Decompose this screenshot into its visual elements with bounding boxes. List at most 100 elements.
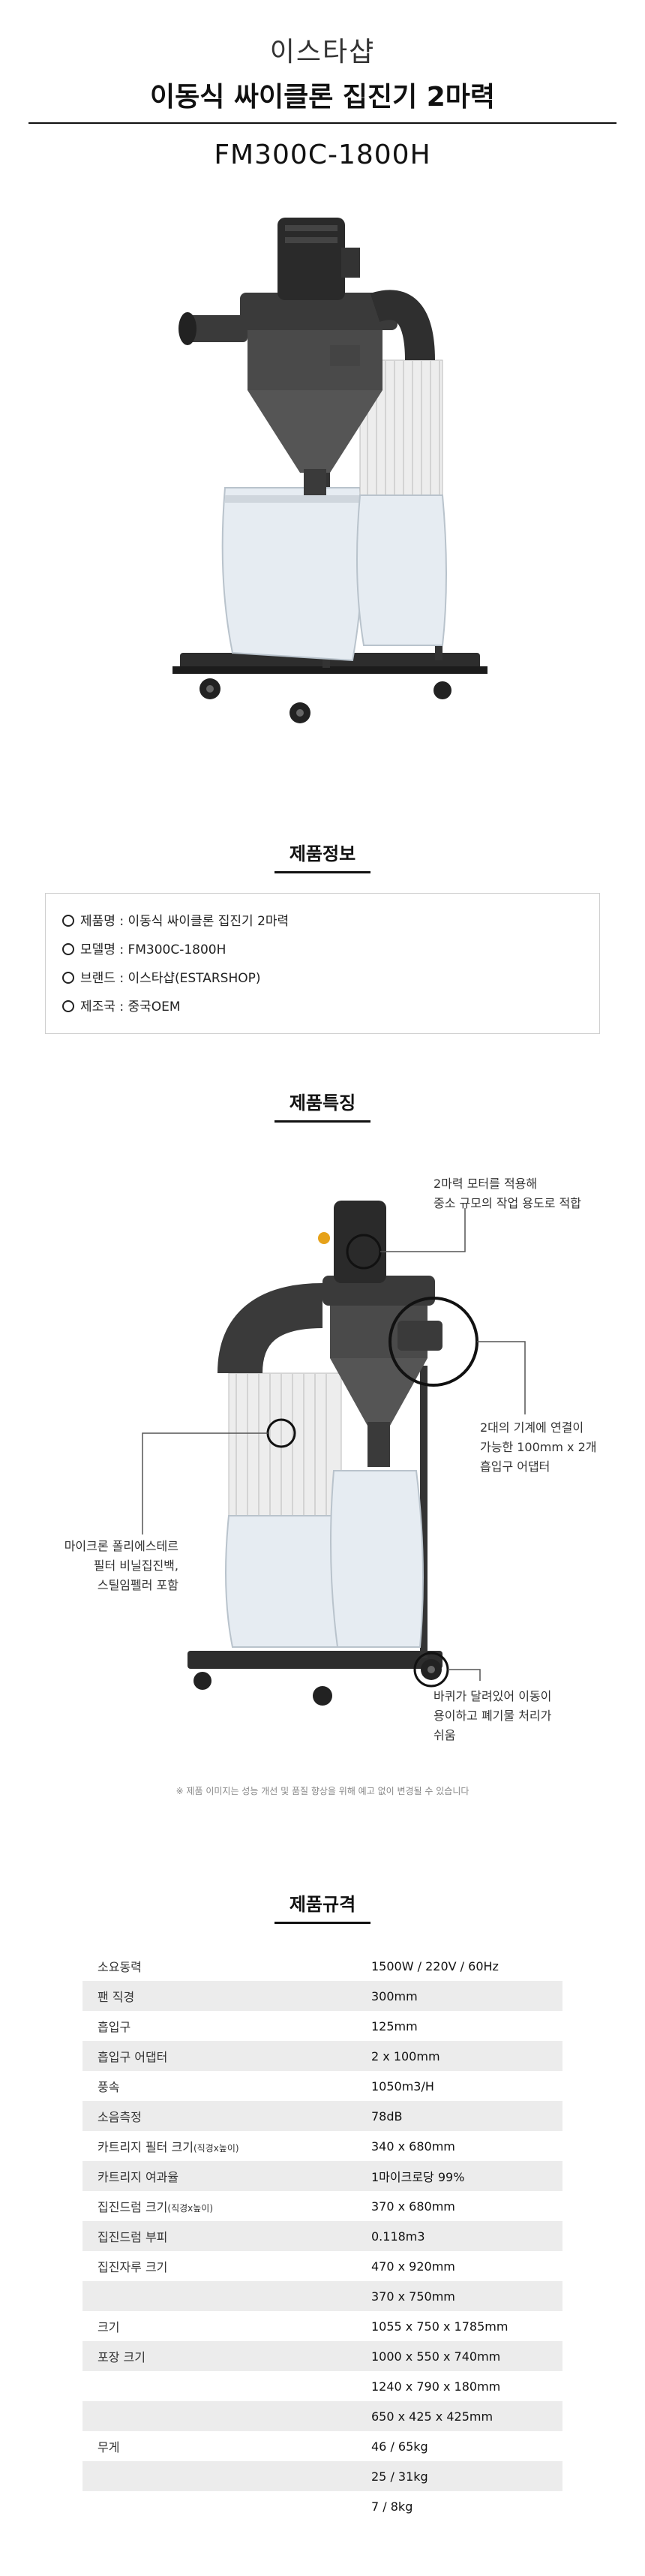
info-text: 제품명 : 이동식 싸이클론 집진기 2마력 [80, 914, 290, 929]
spec-value: 1240 x 790 x 180mm [371, 2379, 501, 2394]
spec-value: 1마이크로당 99% [371, 2170, 465, 2184]
info-text: 제조국 : 중국OEM [80, 999, 181, 1014]
spec-key-text: 풍속 [98, 2080, 120, 2094]
info-line: 제품명 : 이동식 싸이클론 집진기 2마력 [62, 907, 583, 936]
spec-value: 300mm [371, 1988, 418, 2003]
callout-motor: 2마력 모터를 적용해 중소 규모의 작업 용도로 적합 [434, 1174, 581, 1213]
spec-key: 포장 크기 [82, 2347, 371, 2365]
spec-row: 370 x 750mm [82, 2281, 562, 2311]
spec-row: 650 x 425 x 425mm [82, 2401, 562, 2431]
product-photo-main [172, 218, 488, 723]
callout-filter: 마이크론 폴리에스테르 필터 비닐집진백, 스틸임펠러 포함 [28, 1537, 178, 1595]
spec-row: 무게 46 / 65kg [82, 2431, 562, 2461]
features-header: 제품특징 [0, 1088, 645, 1123]
spec-row: 포장 크기 1000 x 550 x 740mm [82, 2341, 562, 2371]
spec-key-text: 흡입구 [98, 2020, 131, 2034]
spec-key-text: 흡입구 어댑터 [98, 2050, 168, 2064]
product-info-title: 제품정보 [274, 839, 371, 873]
info-text: 모델명 : FM300C-1800H [80, 942, 226, 957]
spec-value: 1000 x 550 x 740mm [371, 2349, 501, 2364]
spec-value: 7 / 8kg [371, 2499, 413, 2514]
spec-value: 340 x 680mm [371, 2139, 455, 2154]
callout-inlet: 2대의 기계에 연결이 가능한 100mm x 2개 흡입구 어댑터 [480, 1418, 597, 1477]
callout-wheels: 바퀴가 달려있어 이동이 용이하고 폐기물 처리가 쉬움 [434, 1687, 551, 1745]
product-info-box: 제품명 : 이동식 싸이클론 집진기 2마력 모델명 : FM300C-1800… [45, 893, 600, 1034]
spec-row: 크기 1055 x 750 x 1785mm [82, 2311, 562, 2341]
callout-line: 마이크론 폴리에스테르 [64, 1539, 178, 1553]
spec-value: 370 x 680mm [371, 2199, 455, 2214]
spec-row: 1240 x 790 x 180mm [82, 2371, 562, 2401]
image-notice: ※ 제품 이미지는 성능 개선 및 품질 향상을 위해 예고 없이 변경될 수 … [176, 1786, 470, 1796]
title-divider [28, 122, 616, 124]
spec-key-text: 무게 [98, 2440, 120, 2454]
spec-row: 풍속 1050m3/H [82, 2071, 562, 2101]
circle-bullet-icon [62, 915, 74, 927]
spec-value: 1050m3/H [371, 2079, 434, 2094]
spec-key-sub: (직경x높이) [167, 2203, 214, 2214]
spec-value: 650 x 425 x 425mm [371, 2409, 494, 2424]
spec-value: 0.118m3 [371, 2229, 425, 2244]
spec-row: 카트리지 필터 크기(직경x높이)340 x 680mm [82, 2131, 562, 2161]
circle-bullet-icon [62, 1000, 74, 1012]
spec-key: 카트리지 여과율 [82, 2167, 371, 2185]
spec-key: 흡입구 어댑터 [82, 2047, 371, 2065]
callout-line: 흡입구 어댑터 [480, 1459, 550, 1474]
spec-value: 470 x 920mm [371, 2259, 455, 2274]
spec-value: 46 / 65kg [371, 2439, 428, 2454]
spec-row: 흡입구 어댑터 2 x 100mm [82, 2041, 562, 2071]
spec-value: 2 x 100mm [371, 2048, 440, 2064]
spec-key: 집진드럼 부피 [82, 2227, 371, 2245]
spec-key: 팬 직경 [82, 1987, 371, 2005]
spec-row: 집진자루 크기 470 x 920mm [82, 2251, 562, 2281]
spec-key: 카트리지 필터 크기(직경x높이) [82, 2137, 371, 2155]
spec-key-text: 카트리지 필터 크기 [98, 2140, 194, 2154]
specs-header: 제품규격 [0, 1889, 645, 1924]
spec-key: 소요동력 [82, 1957, 371, 1975]
model-title: FM300C-1800H [214, 140, 431, 170]
spec-key-text: 크기 [98, 2320, 120, 2334]
spec-key-text: 포장 크기 [98, 2350, 146, 2364]
circle-bullet-icon [62, 972, 74, 984]
spec-value: 1500W / 220V / 60Hz [371, 1958, 499, 1973]
spec-row: 집진드럼 크기(직경x높이)370 x 680mm [82, 2191, 562, 2221]
callout-line: 2마력 모터를 적용해 [434, 1177, 538, 1191]
info-text: 브랜드 : 이스타샵(ESTARSHOP) [80, 971, 261, 986]
spec-row: 카트리지 여과율 1마이크로당 99% [82, 2161, 562, 2191]
product-title: 이동식 싸이클론 집진기 2마력 [149, 82, 496, 113]
spec-row: 25 / 31kg [82, 2461, 562, 2491]
callout-line: 용이하고 폐기물 처리가 [434, 1709, 552, 1723]
callout-line: 가능한 100mm x 2개 [480, 1440, 597, 1454]
spec-row: 집진드럼 부피 0.118m3 [82, 2221, 562, 2251]
product-info-header: 제품정보 [0, 839, 645, 873]
callout-line: 쉬움 [434, 1728, 456, 1742]
spec-value: 125mm [371, 2018, 418, 2033]
spec-row: 7 / 8kg [82, 2491, 562, 2521]
spec-key-text: 집진드럼 부피 [98, 2230, 168, 2244]
callout-line: 필터 비닐집진백, [93, 1559, 178, 1573]
spec-key-text: 집진자루 크기 [98, 2260, 168, 2274]
spec-key: 크기 [82, 2317, 371, 2335]
spec-key: 집진드럼 크기(직경x높이) [82, 2197, 371, 2215]
spec-value: 78dB [371, 2109, 403, 2124]
features-title: 제품특징 [274, 1088, 371, 1123]
product-photo-features [142, 1201, 526, 1706]
specs-title: 제품규격 [274, 1889, 371, 1924]
spec-key-text: 집진드럼 크기 [98, 2200, 168, 2214]
spec-value: 1055 x 750 x 1785mm [371, 2319, 508, 2334]
info-line: 모델명 : FM300C-1800H [62, 936, 583, 964]
callout-line: 2대의 기계에 연결이 [480, 1420, 584, 1435]
circle-bullet-icon [62, 943, 74, 955]
info-line: 브랜드 : 이스타샵(ESTARSHOP) [62, 964, 583, 993]
spec-key: 풍속 [82, 2077, 371, 2095]
callout-line: 바퀴가 달려있어 이동이 [434, 1689, 552, 1703]
brand-name: 이스타샵 [269, 37, 376, 68]
callout-line: 스틸임펠러 포함 [97, 1578, 178, 1592]
info-line: 제조국 : 중국OEM [62, 993, 583, 1021]
spec-value: 370 x 750mm [371, 2289, 455, 2304]
spec-key-text: 소음측정 [98, 2110, 142, 2124]
spec-row: 흡입구 125mm [82, 2011, 562, 2041]
spec-key-text: 카트리지 여과율 [98, 2170, 179, 2184]
